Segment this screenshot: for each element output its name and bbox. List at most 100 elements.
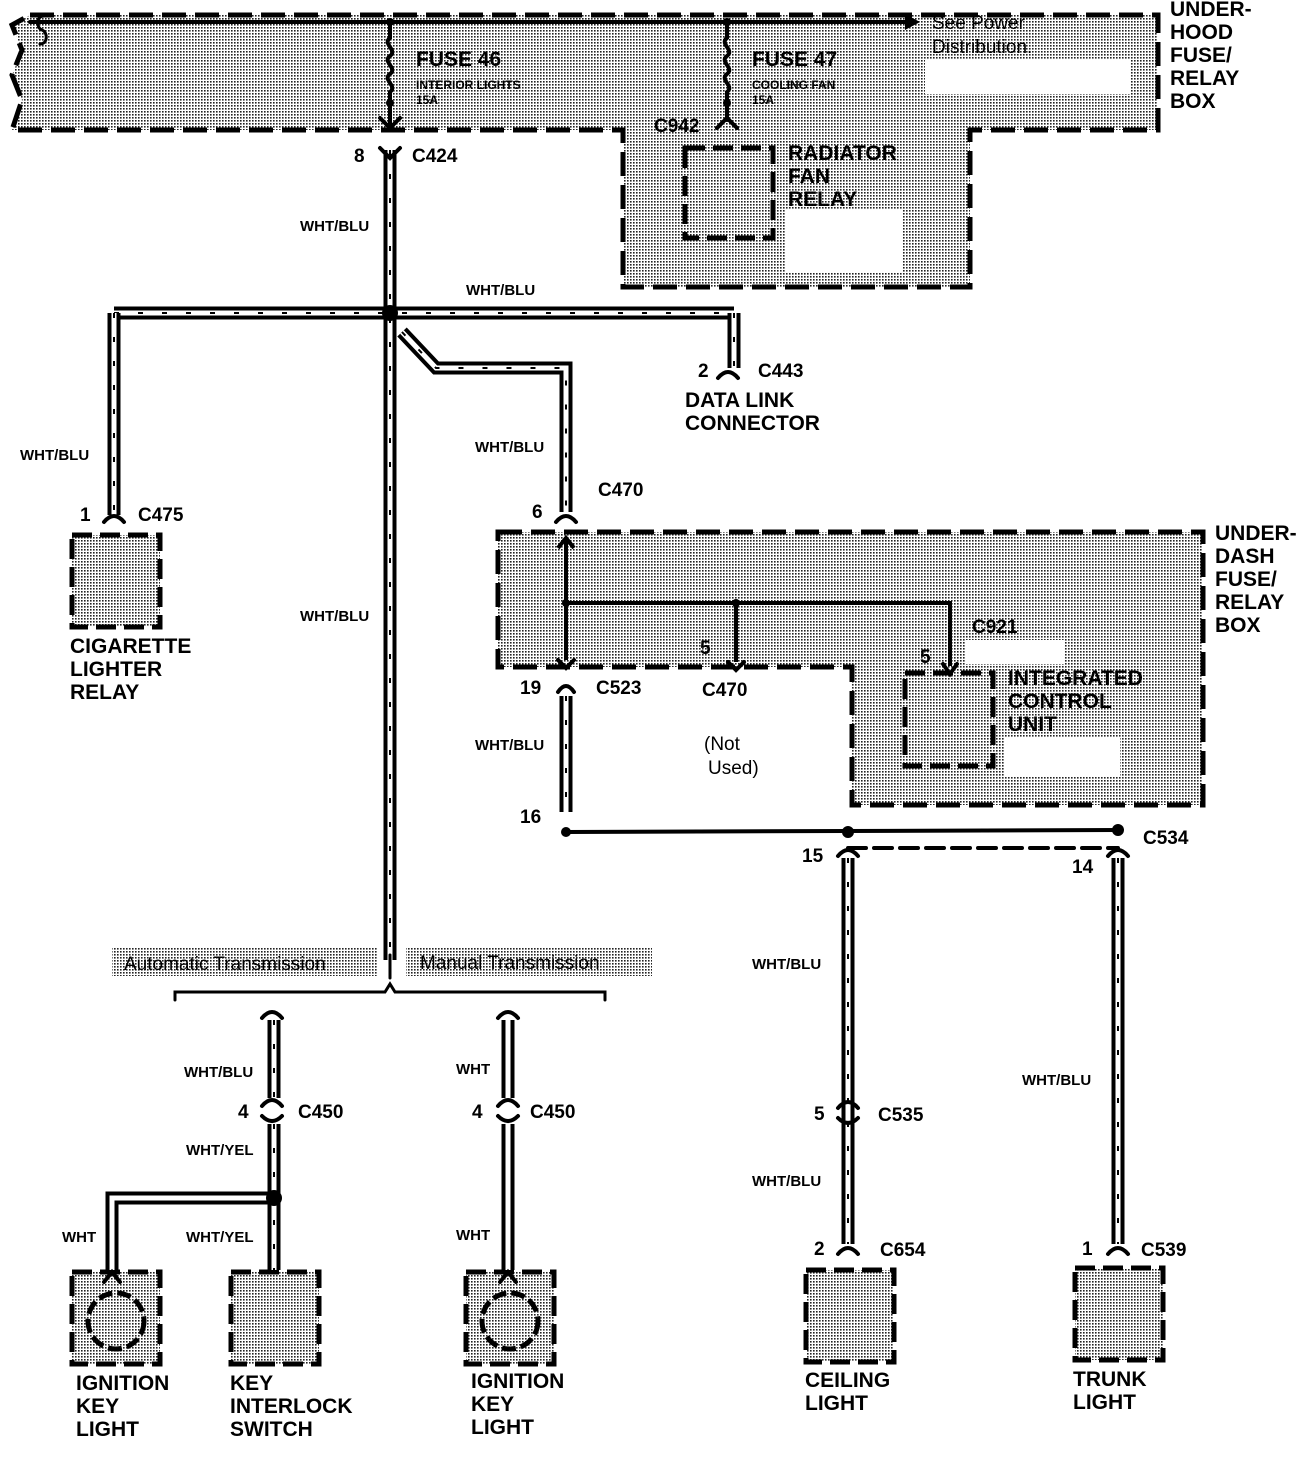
c475-name: C475 <box>138 505 184 526</box>
c535-pin: 5 <box>814 1104 825 1125</box>
ign-manual-label-2: KEY <box>471 1393 514 1416</box>
signal-line <box>565 828 1119 834</box>
data-link-label-2: CONNECTOR <box>685 412 820 435</box>
wire-branch-top: WHT/BLU <box>466 282 535 299</box>
cig-label-2: LIGHTER <box>70 658 162 681</box>
not-used-1: (Not <box>704 734 741 755</box>
underdash-label-4: RELAY <box>1215 591 1284 614</box>
c470-bottom-name: C470 <box>702 680 747 701</box>
bulb-icon <box>85 1290 147 1352</box>
icu-label-1: INTEGRATED <box>1008 667 1143 690</box>
fuse46-desc: INTERIOR LIGHTS <box>416 78 521 92</box>
c534-pin-14: 14 <box>1072 857 1094 878</box>
fuse46-rating: 15A <box>416 93 438 107</box>
labels: UNDER- HOOD FUSE/ RELAY BOX See Power Di… <box>20 0 1297 1441</box>
ign-manual-label-3: LIGHT <box>471 1416 534 1439</box>
c534-pin-15: 15 <box>802 846 824 867</box>
ign-auto-label-1: IGNITION <box>76 1372 169 1395</box>
wire-main-top: WHT/BLU <box>300 218 369 235</box>
c942-label: C942 <box>654 116 699 137</box>
wire-mid-branch: WHT/BLU <box>475 439 544 456</box>
radiator-label-1: RADIATOR <box>788 142 897 165</box>
cig-label-3: RELAY <box>70 681 139 704</box>
wire-core <box>400 330 569 512</box>
underhood-label-1: UNDER- <box>1170 0 1252 21</box>
fuse47-name: FUSE 47 <box>752 48 837 71</box>
wire-trunk: WHT/BLU <box>1022 1072 1091 1089</box>
underhood-label-4: RELAY <box>1170 67 1239 90</box>
pin16: 16 <box>520 807 541 828</box>
wire-manual-upper: WHT <box>456 1061 490 1078</box>
c450-auto-pin: 4 <box>238 1102 249 1123</box>
data-link-label-1: DATA LINK <box>685 389 794 412</box>
c470-bottom-pin: 5 <box>700 638 711 659</box>
wire-stripe <box>401 331 567 512</box>
ignition-key-light-manual <box>463 1269 557 1367</box>
wire-ign-auto: WHT <box>62 1229 96 1246</box>
ign-manual-label-1: IGNITION <box>471 1370 564 1393</box>
c654-pin: 2 <box>814 1239 825 1260</box>
ceiling-label-2: LIGHT <box>805 1392 868 1415</box>
ign-auto-label-2: KEY <box>76 1395 119 1418</box>
arrow-up-icon <box>556 534 576 550</box>
c921-pin: 5 <box>920 647 931 668</box>
bulb-icon <box>479 1290 541 1352</box>
wire-core <box>109 1195 274 1270</box>
c523-name: C523 <box>596 678 641 699</box>
signal-line <box>566 601 952 666</box>
c470-top-name: C470 <box>598 480 643 501</box>
wire-left-branch: WHT/BLU <box>20 447 89 464</box>
c470-top-pin: 6 <box>532 502 543 523</box>
c654-name: C654 <box>880 1240 926 1261</box>
trunk-label-1: TRUNK <box>1073 1368 1147 1391</box>
see-power-1: See Power <box>932 13 1026 34</box>
wire-ceiling-lower: WHT/BLU <box>752 1173 821 1190</box>
ceiling-label-1: CEILING <box>805 1369 890 1392</box>
underhood-label-2: HOOD <box>1170 21 1233 44</box>
key-interlock-label-3: SWITCH <box>230 1418 313 1441</box>
underdash-label-5: BOX <box>1215 614 1261 637</box>
c535-name: C535 <box>878 1105 924 1126</box>
wire-key-switch: WHT/YEL <box>186 1229 254 1246</box>
see-power-2: Distribution. <box>932 37 1032 58</box>
wire-main-down: WHT/BLU <box>300 608 369 625</box>
c443-name: C443 <box>758 361 803 382</box>
fuse47-rating: 15A <box>752 93 774 107</box>
underdash-label-2: DASH <box>1215 545 1275 568</box>
junction-dots <box>266 18 1124 1206</box>
underdash-box <box>495 529 1206 808</box>
c534-name: C534 <box>1143 828 1189 849</box>
ign-auto-label-3: LIGHT <box>76 1418 139 1441</box>
icu-label-2: CONTROL <box>1008 690 1112 713</box>
c450-manual-name: C450 <box>530 1102 575 1123</box>
cig-label-1: CIGARETTE <box>70 635 191 658</box>
not-used-2: Used) <box>708 758 759 779</box>
underdash-label-1: UNDER- <box>1215 522 1297 545</box>
c424-name: C424 <box>412 146 458 167</box>
key-interlock-label-2: INTERLOCK <box>230 1395 353 1418</box>
c424-pin: 8 <box>354 146 365 167</box>
transmission-labels <box>112 948 652 976</box>
ceiling-light <box>803 1267 897 1365</box>
key-interlock-label-1: KEY <box>230 1372 273 1395</box>
radiator-fan-relay-box <box>682 145 903 272</box>
trunk-light <box>1072 1265 1166 1363</box>
wires <box>105 150 1125 1270</box>
wire-ceiling-upper: WHT/BLU <box>752 956 821 973</box>
underhood-label-3: FUSE/ <box>1170 44 1232 67</box>
ignition-key-light-auto <box>69 1269 163 1367</box>
wire-auto-lower: WHT/YEL <box>186 1142 254 1159</box>
connector-marks <box>28 14 1130 1284</box>
wire-c523-down: WHT/BLU <box>475 737 544 754</box>
icu-label-3: UNIT <box>1008 713 1057 736</box>
c921-name: C921 <box>972 617 1018 638</box>
c450-auto-name: C450 <box>298 1102 343 1123</box>
c539-pin: 1 <box>1082 1239 1093 1260</box>
c539-name: C539 <box>1141 1240 1186 1261</box>
c443-pin: 2 <box>698 361 709 382</box>
trunk-label-2: LIGHT <box>1073 1391 1136 1414</box>
auto-transmission: Automatic Transmission <box>124 954 326 975</box>
underdash-label-3: FUSE/ <box>1215 568 1277 591</box>
radiator-label-2: FAN <box>788 165 830 188</box>
